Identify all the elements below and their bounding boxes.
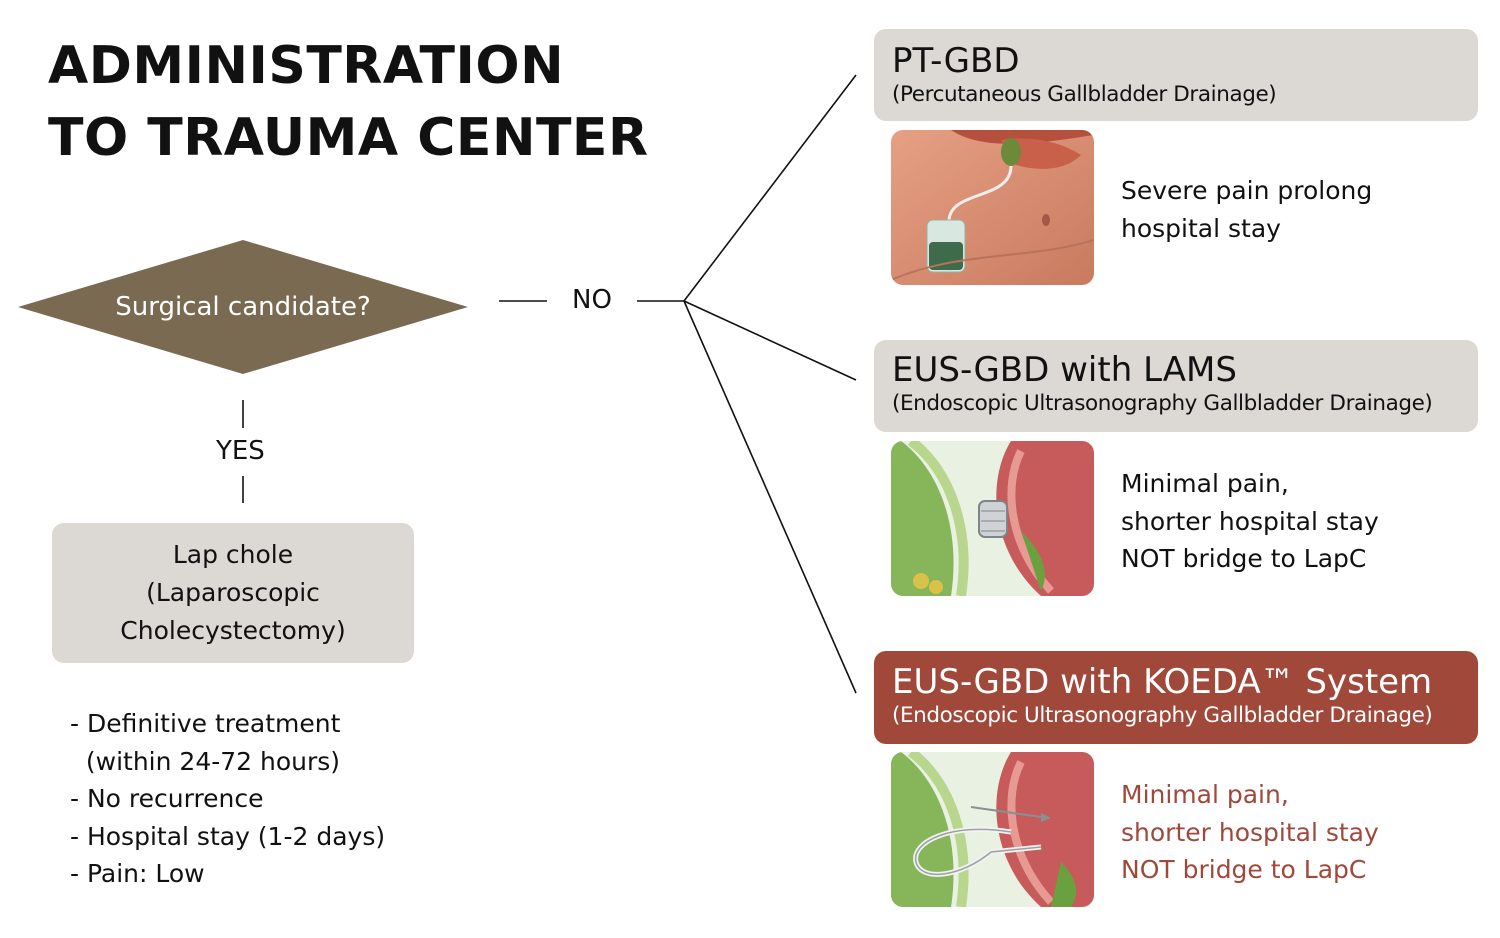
lams-stent-illustration bbox=[891, 441, 1094, 596]
branch-to-lams bbox=[683, 300, 857, 381]
note-line: NOT bridge to LapC bbox=[1121, 855, 1367, 884]
yes-label: YES bbox=[216, 436, 265, 466]
koeda-stent-illustration bbox=[891, 752, 1094, 907]
lap-chole-line-1: Lap chole bbox=[172, 540, 294, 569]
title-line-2: TO TRAUMA CENTER bbox=[48, 108, 649, 168]
option-koeda-notes: Minimal pain, shorter hospital stay NOT … bbox=[1121, 776, 1379, 889]
lap-note: - Pain: Low bbox=[70, 859, 205, 888]
note-line: hospital stay bbox=[1121, 213, 1281, 243]
lap-chole-line-3: Cholecystectomy) bbox=[120, 616, 346, 645]
option-subtitle: (Percutaneous Gallbladder Drainage) bbox=[892, 82, 1277, 107]
option-lams-notes: Minimal pain, shorter hospital stay NOT … bbox=[1121, 465, 1379, 578]
lap-note: - Hospital stay (1-2 days) bbox=[70, 821, 386, 851]
option-name: EUS-GBD with KOEDA™ System bbox=[892, 662, 1433, 702]
lap-note: - No recurrence bbox=[70, 784, 264, 813]
option-subtitle: (Endoscopic Ultrasonography Gallbladder … bbox=[892, 391, 1433, 416]
decision-question: Surgical candidate? bbox=[115, 292, 371, 322]
option-pt-gbd-notes: Severe pain prolong hospital stay bbox=[1121, 172, 1372, 247]
branch-to-koeda bbox=[683, 300, 857, 694]
note-line: Severe pain prolong bbox=[1121, 176, 1373, 205]
page-title: ADMINISTRATION TO TRAUMA CENTER bbox=[48, 30, 649, 174]
option-name: EUS-GBD with LAMS bbox=[892, 350, 1237, 390]
lap-chole-box: Lap chole (Laparoscopic Cholecystectomy) bbox=[52, 523, 414, 663]
option-koeda-header: EUS-GBD with KOEDA™ System (Endoscopic U… bbox=[874, 651, 1478, 744]
note-line: shorter hospital stay bbox=[1121, 817, 1379, 847]
note-line: Minimal pain, bbox=[1121, 780, 1289, 809]
no-label: NO bbox=[572, 285, 612, 315]
lap-chole-line-2: (Laparoscopic bbox=[146, 578, 320, 607]
lap-note: (within 24-72 hours) bbox=[70, 746, 341, 776]
option-lams-header: EUS-GBD with LAMS (Endoscopic Ultrasonog… bbox=[874, 340, 1478, 432]
lap-note: - Definitive treatment bbox=[70, 709, 341, 738]
note-line: NOT bridge to LapC bbox=[1121, 544, 1367, 573]
note-line: shorter hospital stay bbox=[1121, 506, 1379, 536]
option-name: PT-GBD bbox=[892, 41, 1020, 81]
branch-to-pt-gbd bbox=[683, 74, 857, 302]
title-line-1: ADMINISTRATION bbox=[48, 36, 565, 96]
note-line: Minimal pain, bbox=[1121, 469, 1289, 498]
abdomen-drain-illustration bbox=[891, 130, 1094, 285]
option-pt-gbd-header: PT-GBD (Percutaneous Gallbladder Drainag… bbox=[874, 29, 1478, 121]
lap-chole-notes: - Definitive treatment (within 24-72 hou… bbox=[70, 705, 385, 893]
option-subtitle: (Endoscopic Ultrasonography Gallbladder … bbox=[892, 703, 1433, 728]
